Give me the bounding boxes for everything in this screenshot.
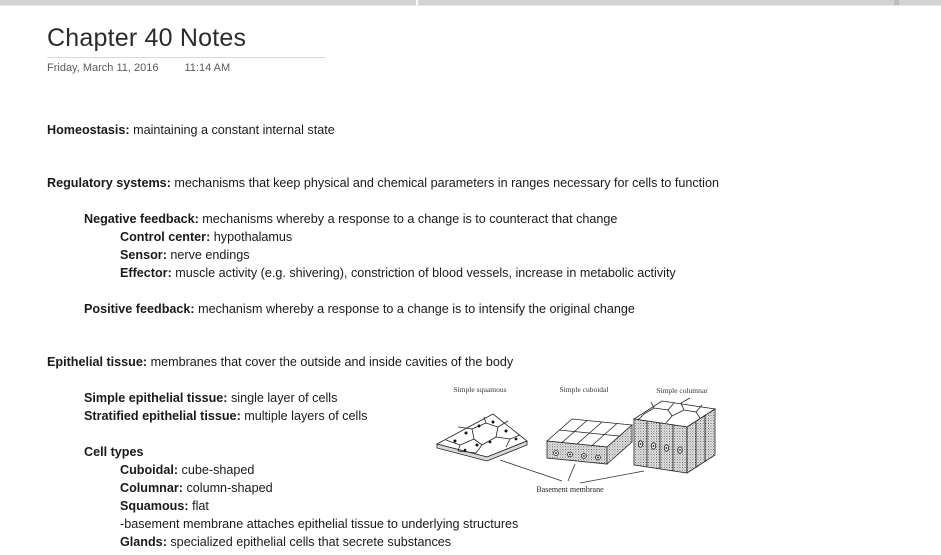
definition: maintaining a constant internal state [129, 123, 335, 137]
term: Homeostasis: [47, 123, 130, 137]
page-meta: Friday, March 11, 2016 11:14 AM [47, 62, 230, 74]
term: Sensor: [120, 248, 167, 262]
definition: column-shaped [182, 481, 273, 495]
definition: mechanism whereby a response to a change… [194, 302, 635, 316]
note-line-homeostasis[interactable]: Homeostasis: maintaining a constant inte… [47, 121, 719, 139]
note-line-simple-epithelial[interactable]: Simple epithelial tissue: single layer o… [47, 389, 719, 407]
term: Glands: [120, 535, 167, 549]
term: Positive feedback: [84, 302, 195, 316]
note-line-squamous[interactable]: Squamous: flat [47, 497, 719, 515]
label-basement-membrane: Basement membrane [536, 485, 604, 494]
term: Effector: [120, 266, 172, 280]
term: Stratified epithelial tissue: [84, 409, 241, 423]
note-line-cuboidal[interactable]: Cuboidal: cube-shaped [47, 461, 719, 479]
label-simple-columnar: Simple columnar [656, 386, 708, 395]
note-line-columnar[interactable]: Columnar: column-shaped [47, 479, 719, 497]
note-line-control-center[interactable]: Control center: hypothalamus [47, 228, 719, 246]
definition: membranes that cover the outside and ins… [147, 355, 514, 369]
basement-pointer-lines [499, 459, 645, 484]
cuboidal-tissue-drawing [546, 418, 633, 465]
note-line-epithelial[interactable]: Epithelial tissue: membranes that cover … [47, 353, 719, 371]
term: Control center: [120, 230, 211, 244]
title-underline [47, 57, 325, 58]
note-line-basement[interactable]: -basement membrane attaches epithelial t… [47, 515, 719, 533]
definition: cube-shaped [178, 463, 255, 477]
term: Simple epithelial tissue: [84, 391, 228, 405]
definition: hypothalamus [210, 230, 293, 244]
term: Cell types [84, 445, 144, 459]
note-line-effector[interactable]: Effector: muscle activity (e.g. shiverin… [47, 264, 719, 282]
note-line-regulatory[interactable]: Regulatory systems: mechanisms that keep… [47, 174, 719, 192]
term: Regulatory systems: [47, 176, 171, 190]
definition: -basement membrane attaches epithelial t… [120, 517, 519, 531]
term: Negative feedback: [84, 212, 199, 226]
columnar-tissue-drawing [632, 397, 717, 474]
definition: multiple layers of cells [240, 409, 368, 423]
definition: single layer of cells [227, 391, 338, 405]
top-tab-strip [0, 0, 941, 6]
term: Columnar: [120, 481, 183, 495]
definition: mechanisms that keep physical and chemic… [170, 176, 719, 190]
term: Epithelial tissue: [47, 355, 148, 369]
term: Cuboidal: [120, 463, 179, 477]
label-simple-squamous: Simple squamous [453, 385, 506, 394]
note-line-stratified-epithelial[interactable]: Stratified epithelial tissue: multiple l… [47, 407, 719, 425]
definition: mechanisms whereby a response to a chang… [198, 212, 618, 226]
note-line-glands[interactable]: Glands: specialized epithelial cells tha… [47, 533, 719, 551]
definition: specialized epithelial cells that secret… [166, 535, 452, 549]
note-line-negative-feedback[interactable]: Negative feedback: mechanisms whereby a … [47, 210, 719, 228]
tab-divider [416, 0, 418, 5]
definition: muscle activity (e.g. shivering), constr… [171, 266, 676, 280]
note-line-cell-types[interactable]: Cell types [47, 443, 719, 461]
page-date: Friday, March 11, 2016 [47, 62, 159, 74]
note-line-positive-feedback[interactable]: Positive feedback: mechanism whereby a r… [47, 300, 719, 318]
definition: nerve endings [166, 248, 250, 262]
note-line-sensor[interactable]: Sensor: nerve endings [47, 246, 719, 264]
squamous-tissue-drawing [435, 413, 528, 462]
tissue-diagram-svg: Simple squamous Simple cuboidal Simple c… [435, 385, 717, 494]
page-time: 11:14 AM [184, 62, 231, 74]
label-simple-cuboidal: Simple cuboidal [560, 385, 609, 394]
definition: flat [188, 499, 209, 513]
notes-body[interactable]: Homeostasis: maintaining a constant inte… [47, 121, 719, 551]
term: Squamous: [120, 499, 189, 513]
page-title[interactable]: Chapter 40 Notes [47, 24, 247, 52]
epithelial-tissue-diagram[interactable]: Simple squamous Simple cuboidal Simple c… [432, 381, 724, 496]
tab-divider [894, 0, 899, 5]
